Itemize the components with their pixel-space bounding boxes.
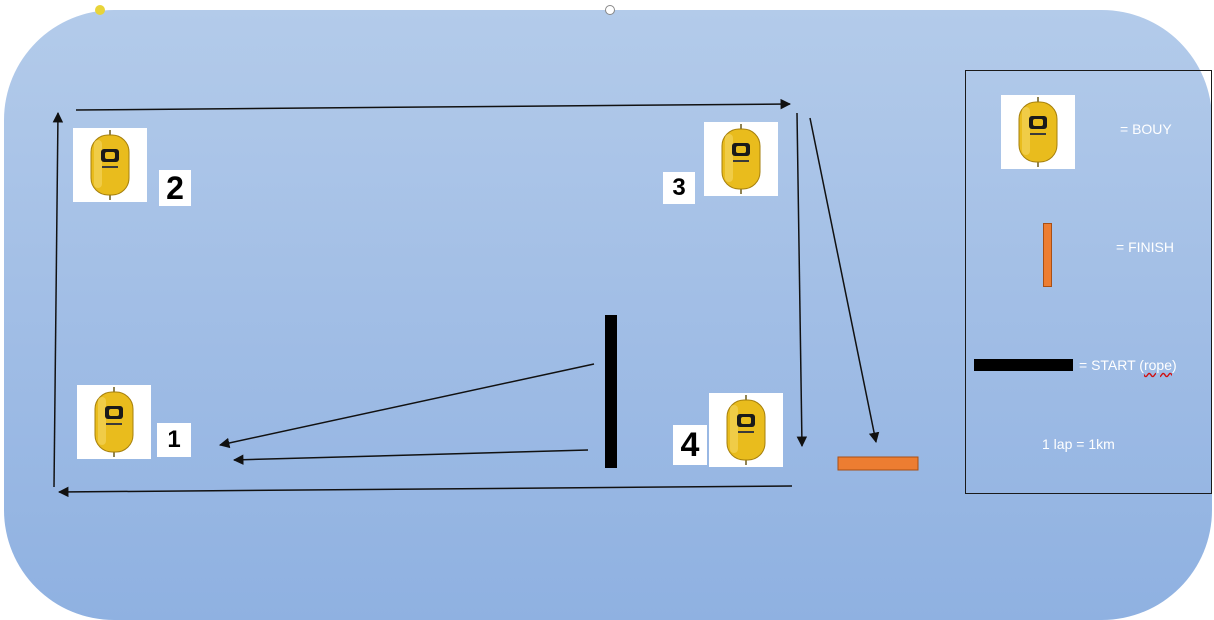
arrow-buoy1-to-buoy2 xyxy=(52,111,64,488)
arrow-start-to-buoy1-lower xyxy=(232,449,589,465)
legend-buoy-label: = BOUY xyxy=(1120,121,1172,137)
legend-start-label: = START (rope) xyxy=(1079,357,1177,373)
buoy-icon xyxy=(90,130,130,200)
finish-line-icon xyxy=(1043,223,1052,287)
legend-finish-label: = FINISH xyxy=(1116,239,1174,255)
buoy-icon xyxy=(94,387,134,457)
legend-lap-note: 1 lap = 1km xyxy=(1042,436,1115,452)
buoy-4 xyxy=(709,393,783,467)
arrow-buoy3-to-finish xyxy=(809,117,880,444)
buoy-icon xyxy=(721,124,761,194)
buoy-1-number: 1 xyxy=(157,423,191,457)
arrow-buoy3-to-buoy4 xyxy=(796,112,808,448)
arrow-start-to-buoy1-upper xyxy=(218,363,595,449)
start-rope xyxy=(605,315,617,468)
legend-start-prefix: = START ( xyxy=(1079,357,1144,373)
buoy-icon xyxy=(1018,97,1058,167)
yellow-handle-dot xyxy=(95,5,105,15)
buoy-1 xyxy=(77,385,151,459)
buoy-3 xyxy=(704,122,778,196)
legend-start-word: rope xyxy=(1143,357,1172,373)
buoy-3-number: 3 xyxy=(663,172,695,204)
buoy-icon xyxy=(726,395,766,465)
arrow-buoy4-to-buoy1 xyxy=(57,485,793,498)
buoy-4-number: 4 xyxy=(673,425,707,465)
legend-start-suffix: ) xyxy=(1172,357,1177,373)
legend-buoy xyxy=(1001,95,1075,169)
legend-panel: = BOUY = FINISH = START (rope) 1 lap = 1… xyxy=(965,70,1212,494)
start-rope-icon xyxy=(974,359,1073,371)
arrow-buoy2-to-buoy3 xyxy=(75,98,792,111)
buoy-2-number: 2 xyxy=(159,170,191,206)
buoy-2 xyxy=(73,128,147,202)
finish-line xyxy=(837,456,919,471)
grey-handle-dot xyxy=(605,5,615,15)
